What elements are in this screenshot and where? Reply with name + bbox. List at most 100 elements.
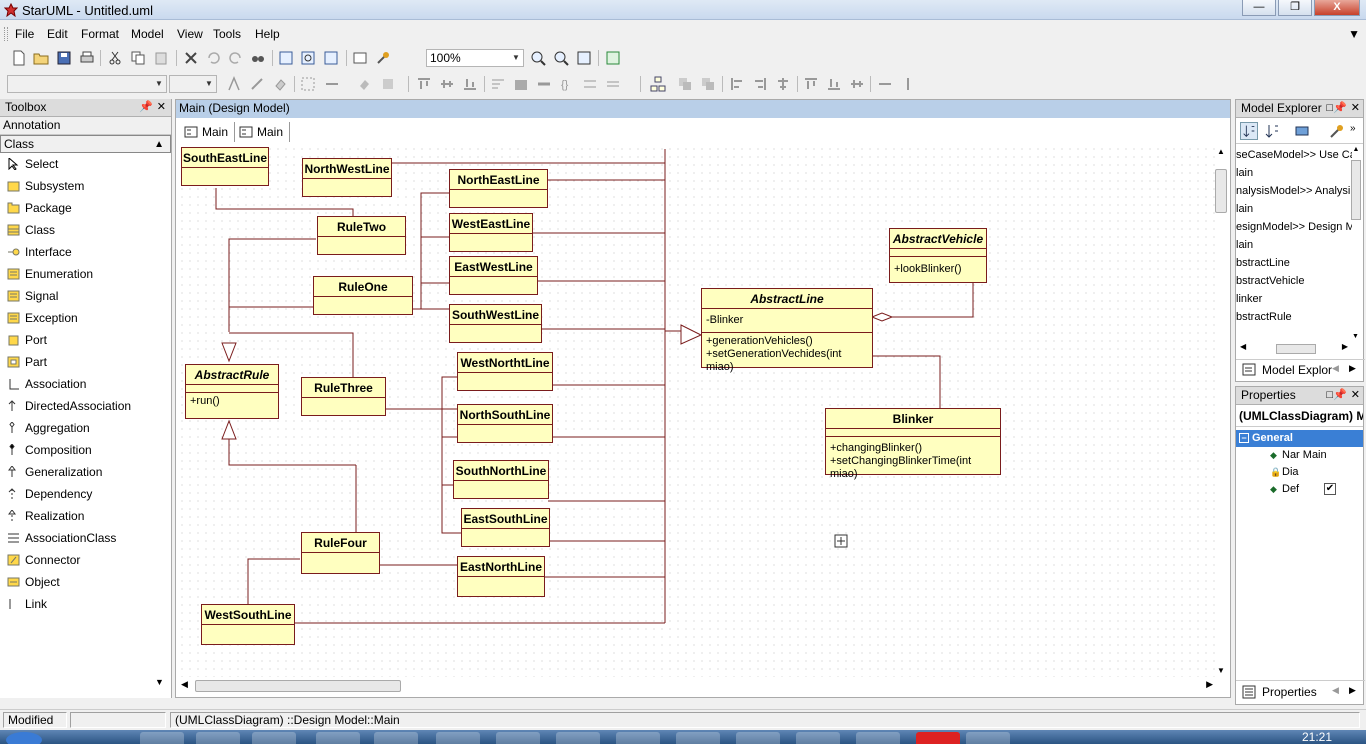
toolbox-item-interface[interactable]: Interface: [0, 241, 171, 263]
toolbox-item-association[interactable]: Association: [0, 373, 171, 395]
toolbox-item-associationclass[interactable]: AssociationClass: [0, 527, 171, 549]
sort-descending-icon[interactable]: [1263, 122, 1281, 140]
taskbar-button[interactable]: [140, 732, 184, 744]
menu-model[interactable]: Model: [131, 27, 164, 41]
property-row-diagram[interactable]: 🔒Dia: [1236, 464, 1363, 481]
close-icon[interactable]: ✕: [1350, 102, 1360, 114]
taskbar-button[interactable]: [856, 732, 900, 744]
pin-icon[interactable]: 📌: [139, 101, 153, 113]
tree-item[interactable]: lain: [1236, 239, 1254, 251]
class-southwestline[interactable]: SouthWestLine: [449, 304, 542, 343]
property-row-name[interactable]: ◆Nar Main: [1236, 447, 1363, 464]
class-southeastline[interactable]: SouthEastLine: [181, 147, 269, 186]
taskbar-button[interactable]: [252, 732, 296, 744]
scroll-up-icon[interactable]: ▲: [1217, 147, 1225, 156]
delete-icon[interactable]: [183, 50, 199, 66]
minimize-button[interactable]: —: [1242, 0, 1276, 16]
refresh-icon[interactable]: [605, 50, 621, 66]
toolbox-item-dependency[interactable]: Dependency: [0, 483, 171, 505]
default-diagram-checkbox[interactable]: ✔: [1324, 483, 1336, 495]
close-icon[interactable]: ✕: [1350, 389, 1360, 401]
class-blinker[interactable]: Blinker +changingBlinker()+setChangingBl…: [825, 408, 1001, 480]
toolbox-item-part[interactable]: Part: [0, 351, 171, 373]
taskbar-button[interactable]: [916, 732, 960, 744]
toolbox-item-subsystem[interactable]: Subsystem: [0, 175, 171, 197]
scroll-left-icon[interactable]: ◀: [181, 679, 188, 689]
find-icon[interactable]: [250, 50, 266, 66]
tree-item[interactable]: bstractLine: [1236, 257, 1290, 269]
toolbox-item-package[interactable]: Package: [0, 197, 171, 219]
class-westeastline[interactable]: WestEastLine: [449, 213, 533, 252]
taskbar-button[interactable]: [676, 732, 720, 744]
horizontal-scroll-thumb[interactable]: [195, 680, 401, 692]
taskbar-button[interactable]: [556, 732, 600, 744]
taskbar-button[interactable]: [796, 732, 840, 744]
toolbox-item-exception[interactable]: Exception: [0, 307, 171, 329]
menu-view[interactable]: View: [177, 27, 203, 41]
sort-ascending-icon[interactable]: [1240, 122, 1258, 140]
tree-item[interactable]: seCaseModel>> Use Ca: [1236, 149, 1352, 161]
copy-icon[interactable]: [130, 50, 146, 66]
zoom-out-icon[interactable]: [553, 50, 569, 66]
toolbox-item-connector[interactable]: Connector: [0, 549, 171, 571]
mdi-menu-button[interactable]: ▼: [1348, 27, 1360, 41]
pin-icon[interactable]: 📌: [1333, 102, 1347, 114]
tree-item[interactable]: linker: [1236, 293, 1263, 305]
toolbox-category-annotation[interactable]: Annotation: [0, 117, 171, 135]
class-northeastline[interactable]: NorthEastLine: [449, 169, 548, 208]
maximize-panel-icon[interactable]: □: [1326, 389, 1333, 401]
class-westnorthtline[interactable]: WestNorthtLine: [457, 352, 553, 391]
class-northwestline[interactable]: NorthWestLine: [302, 158, 392, 197]
print-icon[interactable]: [79, 50, 95, 66]
new-file-icon[interactable]: [11, 50, 27, 66]
layout-icon[interactable]: [650, 76, 666, 92]
tab-main-2[interactable]: Main: [235, 122, 291, 142]
taskbar-button[interactable]: [374, 732, 418, 744]
toolbox-item-signal[interactable]: Signal: [0, 285, 171, 307]
toolbox-item-port[interactable]: Port: [0, 329, 171, 351]
menu-help[interactable]: Help: [255, 27, 280, 41]
tree-item[interactable]: lain: [1236, 203, 1254, 215]
class-rulefour[interactable]: RuleFour: [301, 532, 380, 574]
explorer-horizontal-scrollbar[interactable]: ◀ ▶: [1236, 342, 1352, 356]
zoom-fit-icon[interactable]: [576, 50, 592, 66]
class-rulethree[interactable]: RuleThree: [301, 377, 386, 416]
taskbar-button[interactable]: [736, 732, 780, 744]
class-eastsouthline[interactable]: EastSouthLine: [461, 508, 550, 547]
pin-icon[interactable]: 📌: [1333, 389, 1347, 401]
class-abstractvehicle[interactable]: AbstractVehicle +lookBlinker(): [889, 228, 987, 283]
toolbox-item-object[interactable]: Object: [0, 571, 171, 593]
toolbox-item-class[interactable]: Class: [0, 219, 171, 241]
class-northsouthline[interactable]: NorthSouthLine: [457, 404, 553, 443]
tab-scroll-right-icon[interactable]: ▶: [1349, 685, 1356, 695]
class-eastnorthline[interactable]: EastNorthLine: [457, 556, 545, 597]
menu-edit[interactable]: Edit: [47, 27, 68, 41]
zoom-in-icon[interactable]: [530, 50, 546, 66]
wrench-icon[interactable]: [375, 50, 391, 66]
scroll-right-icon[interactable]: ▶: [1206, 679, 1213, 689]
toolbox-item-generalization[interactable]: Generalization: [0, 461, 171, 483]
menu-tools[interactable]: Tools: [213, 27, 242, 41]
explorer-hscroll-thumb[interactable]: [1276, 344, 1316, 354]
taskbar-button[interactable]: [436, 732, 480, 744]
close-icon[interactable]: ✕: [156, 101, 166, 113]
start-button[interactable]: [6, 732, 42, 744]
collapse-icon[interactable]: −: [1239, 433, 1249, 443]
taskbar-button[interactable]: [196, 732, 240, 744]
toolbox-item-aggregation[interactable]: Aggregation: [0, 417, 171, 439]
class-eastwestline[interactable]: EastWestLine: [449, 256, 538, 295]
code-icon[interactable]: [352, 50, 368, 66]
scroll-down-icon[interactable]: ▼: [1217, 666, 1225, 675]
cut-icon[interactable]: [107, 50, 123, 66]
menu-file[interactable]: File: [15, 27, 35, 41]
toolbox-item-link[interactable]: Link: [0, 593, 171, 615]
diagram-zoom-icon[interactable]: [300, 50, 316, 66]
toolbox-item-select[interactable]: Select: [0, 153, 171, 175]
tab-main-1[interactable]: Main: [180, 122, 236, 142]
taskbar-button[interactable]: [316, 732, 360, 744]
class-southnorthline[interactable]: SouthNorthLine: [453, 460, 549, 499]
toolbox-item-directedassociation[interactable]: DirectedAssociation: [0, 395, 171, 417]
open-folder-icon[interactable]: [33, 50, 49, 66]
tree-item[interactable]: lain: [1236, 167, 1254, 179]
tree-item[interactable]: esignModel>> Design M: [1236, 221, 1352, 233]
